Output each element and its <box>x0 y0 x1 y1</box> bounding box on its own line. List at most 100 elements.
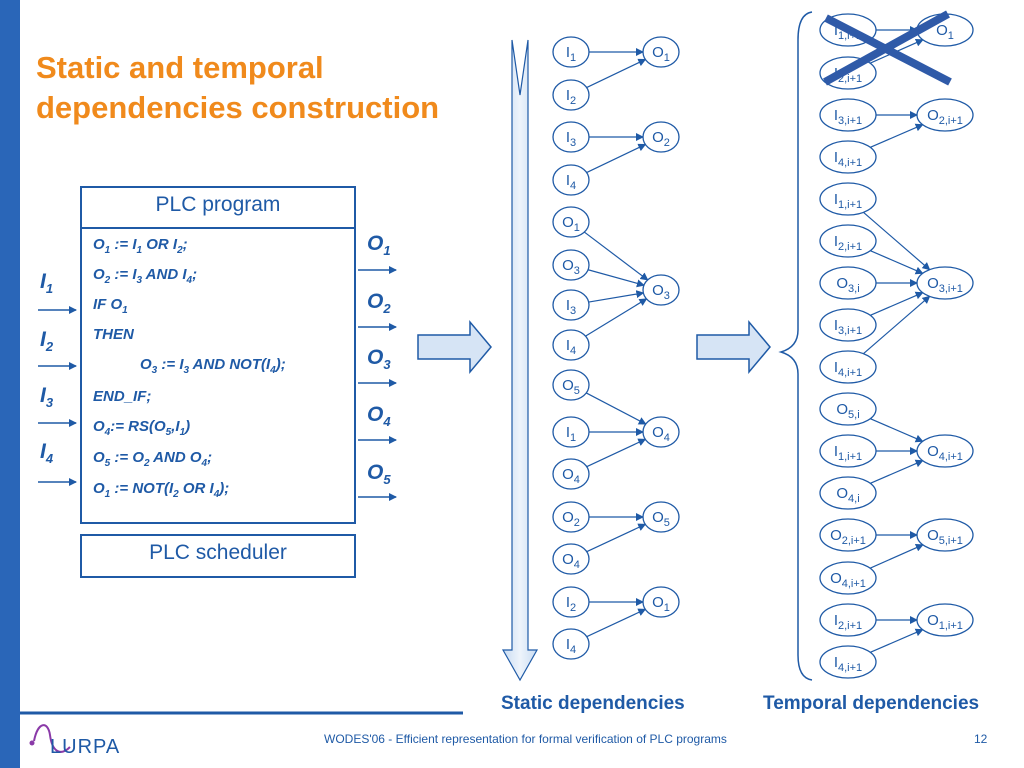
plc-code-box <box>80 227 356 524</box>
plc-output-label: O4 <box>367 403 391 430</box>
plc-output-arrows <box>358 266 397 501</box>
static-source-node: O4 <box>552 458 590 490</box>
static-source-node-shape <box>552 36 590 68</box>
static-source-node-shape <box>552 206 590 238</box>
plc-code-line: END_IF; <box>93 388 152 405</box>
static-source-node-shape <box>552 501 590 533</box>
dependency-edge <box>587 269 645 288</box>
static-source-node: O5 <box>552 369 590 401</box>
slide-title: Static and temporal dependencies constru… <box>36 48 506 128</box>
plc-output-label: O5 <box>367 461 391 488</box>
temporal-source-node-shape <box>819 224 877 258</box>
static-source-node: O2 <box>552 501 590 533</box>
static-target-node: O1 <box>642 586 680 618</box>
plc-output-label: O3 <box>367 346 391 373</box>
temporal-brace <box>778 11 813 681</box>
static-source-node-shape <box>552 416 590 448</box>
static-dependency-graph: I1I2I3I4O1O3I3I4O5I1O4O2O4I2I4O1O2O3O4O5… <box>552 36 680 660</box>
temporal-source-node: I3,i+1 <box>819 308 877 342</box>
dependency-edge <box>863 295 931 355</box>
static-target-node-shape <box>642 416 680 448</box>
plc-program-label: PLC program <box>155 193 281 216</box>
dependency-edge <box>586 58 647 89</box>
static-target-node: O4 <box>642 416 680 448</box>
dependency-edge <box>586 523 647 553</box>
temporal-source-node: I2,i+1 <box>819 603 877 637</box>
dependency-edge <box>870 250 924 275</box>
dependency-edge <box>586 438 647 468</box>
temporal-source-node: I3,i+1 <box>819 98 877 132</box>
page-number: 12 <box>974 732 988 746</box>
temporal-target-node-shape <box>916 98 974 132</box>
static-source-node-shape <box>552 79 590 111</box>
plc-code-line: O1 := I1 OR I2; <box>93 236 188 256</box>
static-source-node-shape <box>552 164 590 196</box>
dependency-edge <box>588 290 645 303</box>
temporal-source-node: O5,i <box>819 392 877 426</box>
temporal-source-node-shape <box>819 350 877 384</box>
lurpa-logo: LURPA <box>29 724 119 758</box>
plc-code-line: IF O1 <box>93 296 128 316</box>
static-target-node: O1 <box>642 36 680 68</box>
plc-input-arrows <box>38 306 77 486</box>
dependency-edge <box>870 459 924 484</box>
dependency-edge <box>870 628 924 653</box>
static-source-node-shape <box>552 369 590 401</box>
plc-code-line: O4:= RS(O5,I1) <box>93 418 191 438</box>
plc-code-line: THEN <box>93 326 134 343</box>
static-source-node: I1 <box>552 416 590 448</box>
static-source-node-label: I2 <box>566 594 576 614</box>
title-line-1: Static and temporal <box>36 50 324 85</box>
temporal-source-node-shape <box>819 98 877 132</box>
static-source-node: O4 <box>552 543 590 575</box>
static-source-node-shape <box>552 289 590 321</box>
dependency-edge <box>870 418 924 443</box>
dependency-edge <box>863 211 931 271</box>
temporal-target-node: O1,i+1 <box>916 603 974 637</box>
temporal-source-node-shape <box>819 308 877 342</box>
static-target-node: O3 <box>642 274 680 306</box>
title-line-2: dependencies construction <box>36 90 440 125</box>
plc-code-line: O5 := O2 AND O4; <box>93 449 213 469</box>
plc-input-label: I4 <box>40 440 54 467</box>
temporal-dependency-graph: I1,i+1I2,i+1I3,i+1I4,i+1I1,i+1I2,i+1O3,i… <box>819 13 974 679</box>
static-source-node: I4 <box>552 329 590 361</box>
transform-arrow-1 <box>417 319 492 375</box>
plc-code-line: O2 := I3 AND I4; <box>93 266 198 286</box>
temporal-source-node-shape <box>819 140 877 174</box>
static-source-node-shape <box>552 586 590 618</box>
static-target-node: O5 <box>642 501 680 533</box>
static-source-node-label: I4 <box>566 337 576 357</box>
dependency-edge <box>583 231 649 281</box>
static-source-node: I3 <box>552 289 590 321</box>
temporal-source-node-shape <box>819 266 877 300</box>
static-source-node-shape <box>552 543 590 575</box>
temporal-source-node: I1,i+1 <box>819 434 877 468</box>
temporal-source-node-shape <box>819 434 877 468</box>
static-target-node-shape <box>642 121 680 153</box>
static-source-node-label: I4 <box>566 636 576 656</box>
temporal-source-node: O4,i+1 <box>819 561 877 595</box>
dependency-edge <box>869 543 924 569</box>
static-target-node-shape <box>642 274 680 306</box>
cross-out-mark <box>823 10 952 86</box>
static-target-node-shape <box>642 36 680 68</box>
footer-text: WODES'06 - Efficient representation for … <box>324 732 727 746</box>
static-source-node: I2 <box>552 79 590 111</box>
temporal-source-node: O2,i+1 <box>819 518 877 552</box>
dependency-edge <box>585 298 648 337</box>
plc-input-label: I1 <box>40 270 54 297</box>
static-target-node-shape <box>642 501 680 533</box>
temporal-target-node: O5,i+1 <box>916 518 974 552</box>
plc-input-label: I3 <box>40 384 54 411</box>
temporal-target-node: O4,i+1 <box>916 434 974 468</box>
static-target-node-shape <box>642 586 680 618</box>
plc-output-label: O1 <box>367 232 391 259</box>
temporal-target-node-shape <box>916 603 974 637</box>
plc-output-label: O2 <box>367 290 391 317</box>
temporal-source-node-shape <box>819 561 877 595</box>
dependency-edge <box>585 392 647 425</box>
temporal-source-node-shape <box>819 392 877 426</box>
dependency-edge <box>870 123 924 148</box>
static-source-node: I1 <box>552 36 590 68</box>
